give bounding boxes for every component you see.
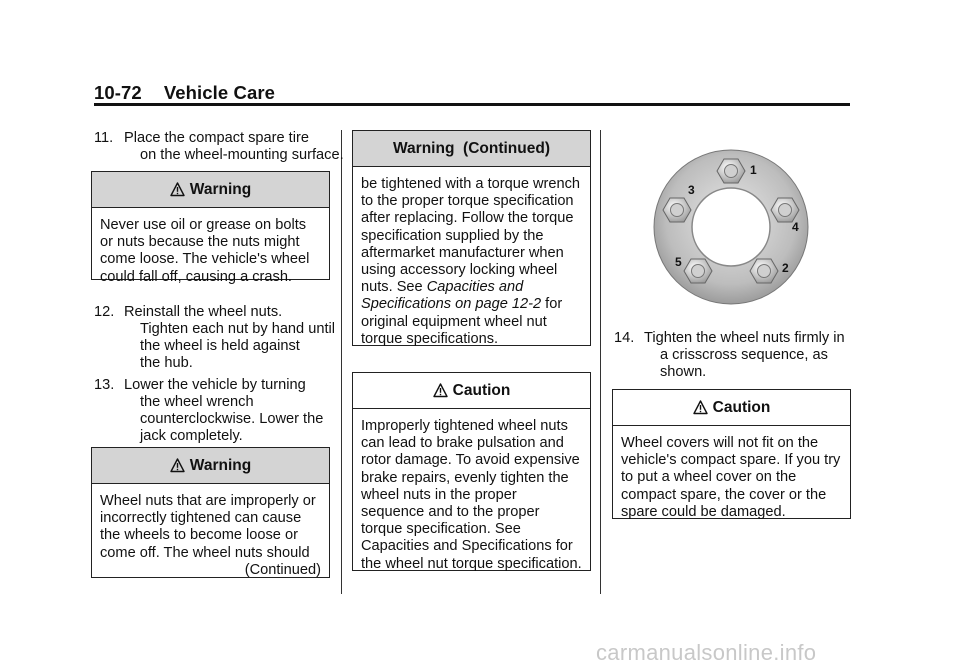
caution-header: Caution (613, 390, 850, 426)
text-line: nuts. See Capacities and (361, 279, 582, 296)
text-line: sequence and to the proper (361, 504, 540, 521)
step-text-line: the hub. (140, 355, 193, 371)
caution-header: Caution (353, 373, 590, 409)
warning-header: Warning (92, 448, 329, 484)
text-line: Never use oil or grease on bolts (100, 217, 307, 233)
text-line: Wheel nuts that are improperly or (100, 493, 316, 509)
caution-title: Caution (712, 399, 771, 416)
warning-title: Warning (189, 457, 252, 474)
text-fragment: nuts. See (361, 279, 427, 296)
text-line: specification supplied by the (361, 227, 544, 244)
warning-icon (170, 451, 185, 486)
step-text-line: on the wheel-mounting surface. (140, 147, 344, 163)
caution-icon (432, 376, 448, 411)
warning-continued-box: Warning (Continued) be tightened with a … (352, 130, 591, 347)
text-line: Wheel covers will not fit on the (621, 435, 819, 451)
warning-title: Warning (Continued) (393, 140, 550, 157)
section-title: Vehicle Care (163, 82, 276, 103)
warning-body: Never use oil or grease on bolts or nuts… (92, 208, 329, 294)
nut-label-2: 2 (782, 261, 789, 275)
step-text-line: the wheel is held against (140, 338, 300, 354)
text-line: using accessory locking wheel (361, 262, 558, 279)
text-line: Specifications on page 12-2 for (361, 296, 582, 313)
wheel-hub-bore (691, 187, 771, 267)
step-text-line: Reinstall the wheel nuts. (124, 304, 283, 320)
page-header: 10-72 Vehicle Care (94, 82, 275, 104)
nut-label-4: 4 (792, 220, 799, 234)
text-line: wheel nuts in the proper (361, 486, 517, 503)
step-text-line: counterclockwise. Lower the (140, 411, 324, 427)
step-text-line: a crisscross sequence, as (660, 347, 828, 363)
text-line: rotor damage. To avoid expensive (361, 452, 580, 469)
continued-label: (Continued) (244, 561, 321, 578)
text-line: torque specification. See (361, 521, 521, 538)
lug-nut-3 (662, 197, 692, 223)
step-number: 13. (94, 377, 115, 393)
nut-label-3: 3 (688, 183, 695, 197)
lug-nut-4 (770, 197, 800, 223)
step-number: 11. (94, 130, 114, 146)
caution-body: Wheel covers will not fit on the vehicle… (613, 426, 850, 529)
warning-body: be tightened with a torque wrench to the… (353, 167, 590, 356)
nut-label-5: 5 (675, 255, 682, 269)
step-text-line: Tighten each nut by hand until (140, 321, 335, 337)
cross-reference: Capacities and (426, 279, 524, 296)
text-line: could fall off, causing a crash. (100, 268, 292, 285)
text-line: come off. The wheel nuts should (100, 544, 310, 561)
warning-body: Wheel nuts that are improperly or incorr… (92, 484, 329, 587)
warning-title: Warning (189, 181, 252, 198)
text-line: come loose. The vehicle's wheel (100, 251, 310, 268)
warning-header: Warning (92, 172, 329, 208)
step-text-line: the wheel wrench (140, 394, 254, 410)
text-line: can lead to brake pulsation and (361, 435, 564, 452)
warning-box-2: Warning Wheel nuts that are improperly o… (91, 447, 330, 578)
caution-body: Improperly tightened wheel nuts can lead… (353, 409, 590, 581)
text-line: or nuts because the nuts might (100, 234, 300, 251)
text-line: brake repairs, evenly tighten the (361, 469, 569, 486)
wheel-nut-sequence-diagram: 1 2 3 4 5 (653, 149, 809, 305)
nut-label-1: 1 (750, 163, 757, 177)
caution-box-2: Caution Wheel covers will not fit on the… (612, 389, 851, 520)
text-line: to the proper torque specification (361, 193, 574, 210)
text-line: be tightened with a torque wrench (361, 176, 581, 192)
text-line: aftermarket manufacturer when (361, 244, 564, 261)
text-line: original equipment wheel nut (361, 313, 547, 330)
text-line: vehicle's compact spare. If you try (621, 452, 841, 469)
step-text-line: Lower the vehicle by turning (124, 377, 306, 393)
step-text-line: Place the compact spare tire (124, 130, 309, 146)
text-fragment: for (541, 296, 563, 313)
lug-nut-5 (683, 258, 713, 284)
step-number: 12. (94, 304, 115, 320)
column-divider-1 (341, 130, 342, 594)
lug-nut-2 (749, 258, 779, 284)
watermark: carmanualsonline.info (596, 640, 817, 665)
step-text-line: shown. (660, 364, 707, 380)
step-text-line: Tighten the wheel nuts firmly in (644, 330, 845, 346)
step-number: 14. (614, 330, 635, 346)
text-line: torque specifications. (361, 330, 499, 347)
page-number: 10-72 (94, 82, 142, 103)
warning-box-1: Warning Never use oil or grease on bolts… (91, 171, 330, 285)
text-line: spare could be damaged. (621, 503, 786, 520)
cross-reference: Specifications on page 12-2 (361, 296, 542, 313)
text-line: Capacities and Specifications for (361, 538, 573, 555)
warning-header: Warning (Continued) (353, 131, 590, 167)
text-line: incorrectly tightened can cause (100, 510, 302, 527)
text-line: the wheel nut torque specification. (361, 555, 582, 572)
text-line: Improperly tightened wheel nuts (361, 418, 568, 434)
text-line: after replacing. Follow the torque (361, 210, 574, 227)
column-divider-2 (600, 130, 601, 594)
text-line: the wheels to become loose or (100, 527, 298, 544)
caution-icon (692, 393, 708, 428)
header-rule (94, 103, 850, 106)
step-text-line: jack completely. (140, 428, 243, 444)
caution-box-1: Caution Improperly tightened wheel nuts … (352, 372, 591, 572)
lug-nut-1 (716, 158, 746, 184)
text-line: compact spare, the cover or the (621, 486, 827, 503)
warning-icon (170, 175, 185, 210)
caution-title: Caution (452, 382, 511, 399)
text-line: to put a wheel cover on the (621, 469, 797, 486)
